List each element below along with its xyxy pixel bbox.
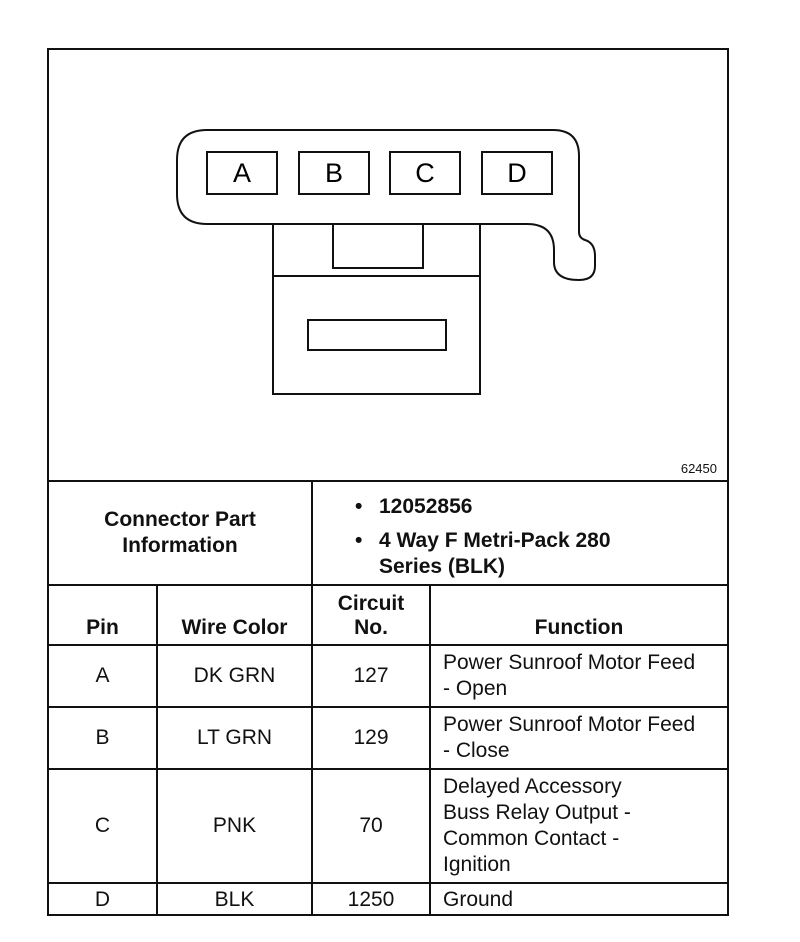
connector-face-illustration: A B C D	[176, 129, 596, 395]
circuit-cell: 129	[311, 706, 431, 770]
pin-cell: D	[49, 882, 158, 916]
pin-label-c: C	[415, 158, 435, 188]
pin-table-header: Pin Wire Color Circuit No. Function	[49, 584, 727, 646]
connector-info-heading: Connector Part Information	[49, 482, 313, 584]
header-circuit: Circuit No.	[311, 584, 431, 646]
table-row: A DK GRN 127 Power Sunroof Motor Feed - …	[49, 644, 727, 708]
pin-label-d: D	[507, 158, 527, 188]
connector-series-text: 4 Way F Metri-Pack 280 Series (BLK)	[379, 529, 611, 578]
pin-cavity-d	[481, 151, 553, 195]
pin-table: Pin Wire Color Circuit No. Function A DK…	[49, 584, 727, 916]
pin-cell: C	[49, 768, 158, 884]
table-row: C PNK 70 Delayed Accessory Buss Relay Ou…	[49, 768, 727, 884]
pin-label-a: A	[233, 158, 251, 188]
connector-sheet: A B C D 62450 Connector Part Information…	[47, 48, 729, 916]
function-cell: Delayed Accessory Buss Relay Output - Co…	[429, 768, 727, 884]
header-pin: Pin	[49, 584, 158, 646]
header-function: Function	[429, 584, 727, 646]
pin-cell: B	[49, 706, 158, 770]
function-cell: Power Sunroof Motor Feed - Open	[429, 644, 727, 708]
connector-part-number: • 12052856	[355, 494, 472, 520]
circuit-cell: 127	[311, 644, 431, 708]
bullet-icon: •	[355, 495, 363, 518]
connector-info-list: • 12052856 • 4 Way F Metri-Pack 280 Seri…	[313, 482, 727, 584]
circuit-cell: 70	[311, 768, 431, 884]
connector-drawing: A B C D 62450	[49, 50, 727, 482]
connector-shell	[176, 129, 596, 282]
connector-neck	[272, 224, 481, 276]
header-wire-color: Wire Color	[156, 584, 313, 646]
wire-color-cell: DK GRN	[156, 644, 313, 708]
connector-key-tab	[332, 223, 424, 269]
part-number-text: 12052856	[379, 495, 473, 518]
connector-info-row: Connector Part Information • 12052856 • …	[49, 482, 727, 586]
connector-info-heading-text: Connector Part Information	[104, 508, 256, 557]
figure-number: 62450	[680, 461, 717, 476]
wire-color-cell: BLK	[156, 882, 313, 916]
table-row: B LT GRN 129 Power Sunroof Motor Feed - …	[49, 706, 727, 770]
connector-slot	[307, 319, 447, 351]
table-row: D BLK 1250 Ground	[49, 882, 727, 916]
pin-label-b: B	[325, 158, 343, 188]
pin-cell: A	[49, 644, 158, 708]
connector-body	[272, 275, 481, 395]
pin-cavity-b	[298, 151, 370, 195]
function-cell: Ground	[429, 882, 727, 916]
pin-cavity-c	[389, 151, 461, 195]
connector-series: • 4 Way F Metri-Pack 280 Series (BLK)	[355, 528, 639, 580]
wire-color-cell: LT GRN	[156, 706, 313, 770]
bullet-icon: •	[355, 529, 363, 552]
function-cell: Power Sunroof Motor Feed - Close	[429, 706, 727, 770]
wire-color-cell: PNK	[156, 768, 313, 884]
pin-cavity-a	[206, 151, 278, 195]
circuit-cell: 1250	[311, 882, 431, 916]
